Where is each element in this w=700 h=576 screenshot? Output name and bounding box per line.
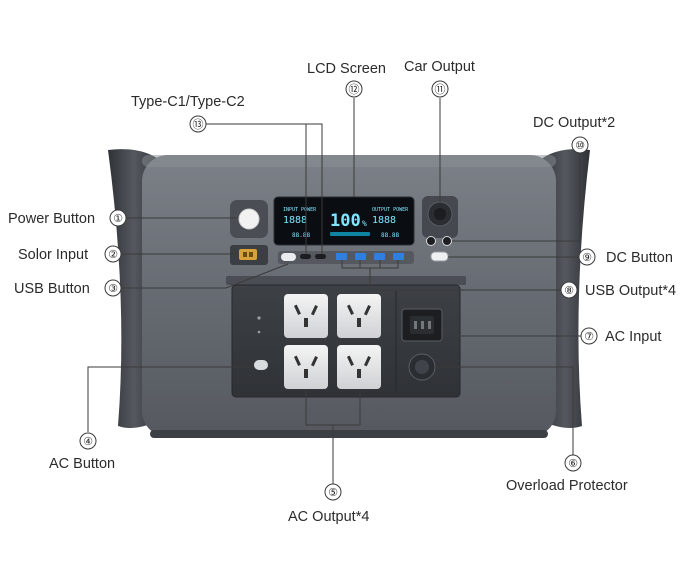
label-usb-output: USB Output*4: [585, 283, 676, 299]
callout-number-1: ①: [113, 213, 123, 225]
ac-outlet-2[interactable]: [337, 294, 381, 338]
label-ac-input: AC Input: [605, 329, 661, 345]
type-c1-port[interactable]: [300, 254, 311, 259]
overload-protector[interactable]: [408, 353, 436, 381]
callout-number-13: ⑬: [193, 118, 204, 131]
lcd-left-value: 1888: [283, 215, 307, 226]
lcd-screen: INPUT POWER OUTPUT POWER 1888 1888 100 %…: [273, 196, 415, 246]
power-button[interactable]: [230, 200, 268, 238]
callout-number-10: ⑩: [575, 140, 585, 152]
usb-port-1[interactable]: [336, 253, 347, 260]
ac-button[interactable]: [254, 360, 268, 370]
dc-output-ports[interactable]: [426, 236, 452, 246]
callout-labels: Power Button Solor Input USB Button AC B…: [8, 59, 676, 525]
ac-outlet-3[interactable]: [284, 345, 328, 389]
label-solar-input: Solor Input: [18, 247, 88, 263]
label-overload-protector: Overload Protector: [506, 478, 628, 494]
lcd-right-value: 1888: [372, 215, 396, 226]
lcd-right-sub: 88.88: [381, 232, 399, 239]
label-ac-button: AC Button: [49, 456, 115, 472]
label-usb-button: USB Button: [14, 281, 90, 297]
callout-number-2: ②: [108, 249, 118, 261]
callout-number-11: ⑪: [435, 83, 446, 96]
callout-number-4: ④: [83, 436, 93, 448]
usb-port-2[interactable]: [355, 253, 366, 260]
lcd-right-header: OUTPUT POWER: [372, 207, 409, 213]
callout-number-9: ⑨: [582, 252, 592, 264]
lcd-center-value: 100: [330, 211, 361, 231]
label-car-output: Car Output: [404, 59, 475, 75]
usb-port-3[interactable]: [374, 253, 385, 260]
label-power-button: Power Button: [8, 211, 95, 227]
ac-input-socket[interactable]: [401, 308, 443, 342]
port-row: [278, 251, 414, 264]
label-dc-output: DC Output*2: [533, 115, 615, 131]
callout-number-3: ③: [108, 283, 118, 295]
lcd-center-unit: %: [362, 219, 367, 228]
leader-lines: [87, 98, 581, 484]
ac-outlets[interactable]: [284, 294, 381, 389]
label-type-c: Type-C1/Type-C2: [131, 94, 245, 110]
dc-button[interactable]: [430, 251, 449, 262]
callout-number-5: ⑤: [328, 487, 338, 499]
car-output-socket[interactable]: [422, 196, 458, 238]
callout-number-12: ⑫: [349, 83, 360, 96]
lcd-left-header: INPUT POWER: [283, 207, 317, 213]
ac-outlet-1[interactable]: [284, 294, 328, 338]
base: [150, 430, 548, 438]
label-dc-button: DC Button: [606, 250, 673, 266]
label-ac-output: AC Output*4: [288, 509, 369, 525]
type-c2-port[interactable]: [315, 254, 326, 259]
usb-port-4[interactable]: [393, 253, 404, 260]
usb-button[interactable]: [281, 253, 296, 261]
lcd-left-sub: 88.88: [292, 232, 310, 239]
label-lcd-screen: LCD Screen: [307, 61, 386, 77]
callout-number-6: ⑥: [568, 458, 578, 470]
callout-number-8: ⑧: [564, 285, 574, 297]
ac-outlet-4[interactable]: [337, 345, 381, 389]
callout-numbers: ① ② ③ ④ ⑤ ⑥ ⑦ ⑧ ⑨ ⑩ ⑪ ⑫ ⑬: [79, 80, 598, 501]
solar-input-port[interactable]: [230, 245, 268, 265]
cover-flap: [226, 276, 466, 285]
callout-number-7: ⑦: [584, 331, 594, 343]
